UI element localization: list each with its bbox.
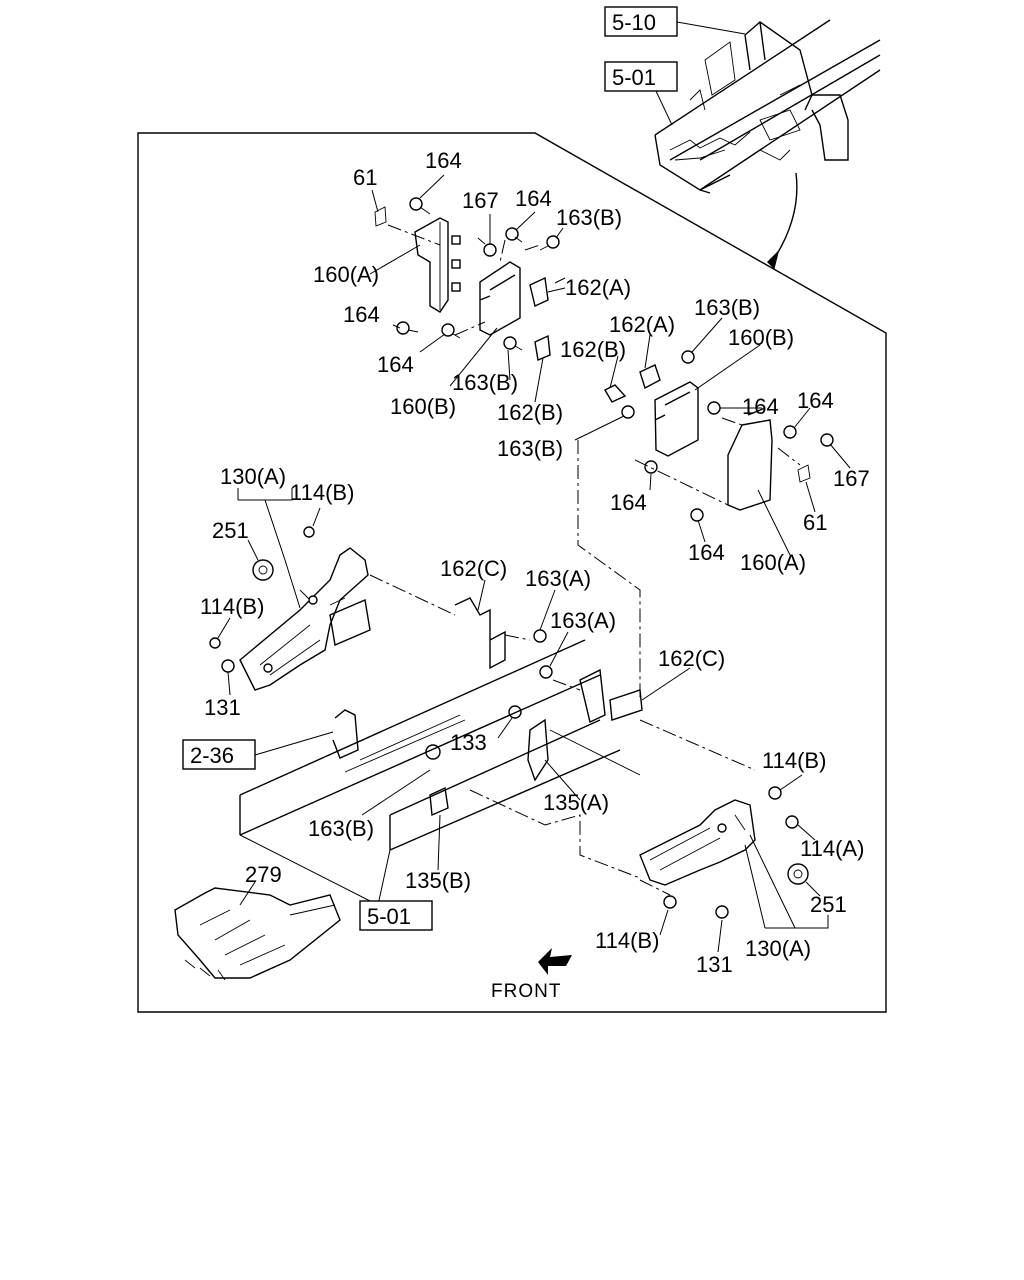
callout-p114b-b[interactable]: 114(B)	[200, 594, 264, 619]
callout-p114b-c[interactable]: 114(B)	[762, 748, 826, 773]
ref-5-01-top-label: 5-01	[612, 65, 656, 90]
callout-p163b-d[interactable]: 163(B)	[497, 436, 563, 461]
callout-labels: 164 61 167 164 163(B) 160(A) 162(A) 164 …	[200, 148, 870, 977]
callout-p130a-b[interactable]: 130(A)	[745, 936, 811, 961]
left-bracket-130a	[209, 526, 371, 691]
right-bracket-group	[577, 350, 834, 700]
callout-p130a-a[interactable]: 130(A)	[220, 464, 286, 489]
callout-p279[interactable]: 279	[245, 862, 282, 887]
callout-p133[interactable]: 133	[450, 730, 487, 755]
ref-2-36-box[interactable]: 2-36	[182, 739, 256, 770]
callout-p164-f[interactable]: 164	[797, 388, 834, 413]
callout-p164-h[interactable]: 164	[688, 540, 725, 565]
callout-p163a-a[interactable]: 163(A)	[525, 566, 591, 591]
callout-p163b-e[interactable]: 163(B)	[308, 816, 374, 841]
middle-clamps	[369, 574, 643, 760]
callout-p61-a[interactable]: 61	[353, 165, 377, 190]
ref-2-36-label: 2-36	[190, 743, 234, 768]
ref-5-10-box[interactable]: 5-10	[604, 6, 678, 37]
callout-p114b-d[interactable]: 114(B)	[595, 928, 659, 953]
detail-frame	[137, 132, 887, 1013]
callout-p135a[interactable]: 135(A)	[543, 790, 609, 815]
callout-p164-b[interactable]: 164	[515, 186, 552, 211]
callout-p251-a[interactable]: 251	[212, 518, 249, 543]
callout-p160a-a[interactable]: 160(A)	[313, 262, 379, 287]
callout-p162b-b[interactable]: 162(B)	[560, 337, 626, 362]
callout-p162c-b[interactable]: 162(C)	[658, 646, 725, 671]
callout-p114a[interactable]: 114(A)	[800, 836, 864, 861]
ref-5-10-label: 5-10	[612, 10, 656, 35]
side-rail-2-36	[239, 639, 601, 836]
callout-p131-a[interactable]: 131	[204, 695, 241, 720]
right-bracket-130a	[639, 719, 809, 919]
ref-5-01-bottom-box[interactable]: 5-01	[359, 900, 433, 931]
callout-p162a-a[interactable]: 162(A)	[565, 275, 631, 300]
ref-5-01-top-box[interactable]: 5-01	[604, 61, 678, 92]
callout-p114b-a[interactable]: 114(B)	[290, 480, 354, 505]
front-label: FRONT	[491, 981, 561, 1002]
callout-p164-c[interactable]: 164	[343, 302, 380, 327]
callout-p163b-c[interactable]: 163(B)	[694, 295, 760, 320]
callout-p162a-b[interactable]: 162(A)	[609, 312, 675, 337]
skid-plate-279	[174, 887, 341, 981]
callout-p163a-b[interactable]: 163(A)	[550, 608, 616, 633]
upper-left-bracket-group	[374, 197, 566, 361]
callout-p163b-a[interactable]: 163(B)	[556, 205, 622, 230]
callout-p251-b[interactable]: 251	[810, 892, 847, 917]
front-arrow-icon	[538, 948, 572, 975]
callout-p167-a[interactable]: 167	[462, 188, 499, 213]
callout-p160b-a[interactable]: 160(B)	[390, 394, 456, 419]
vehicle-frame-overview	[654, 19, 881, 270]
leader-lines	[217, 174, 851, 953]
callout-p162b-a[interactable]: 162(B)	[497, 400, 563, 425]
callout-p164-e[interactable]: 164	[742, 394, 779, 419]
callout-p131-b[interactable]: 131	[696, 952, 733, 977]
front-indicator: FRONT	[491, 948, 572, 1002]
callout-p160b-b[interactable]: 160(B)	[728, 325, 794, 350]
ref-5-01-bottom-label: 5-01	[367, 904, 411, 929]
callout-p160a-b[interactable]: 160(A)	[740, 550, 806, 575]
lower-rail	[389, 718, 641, 879]
callout-p135b[interactable]: 135(B)	[405, 868, 471, 893]
callout-p167-b[interactable]: 167	[833, 466, 870, 491]
callout-p164-d[interactable]: 164	[377, 352, 414, 377]
callout-p61-b[interactable]: 61	[803, 510, 827, 535]
callout-p164-g[interactable]: 164	[610, 490, 647, 515]
callout-p162c-a[interactable]: 162(C)	[440, 556, 507, 581]
callout-p164-a[interactable]: 164	[425, 148, 462, 173]
callout-p163b-b[interactable]: 163(B)	[452, 370, 518, 395]
